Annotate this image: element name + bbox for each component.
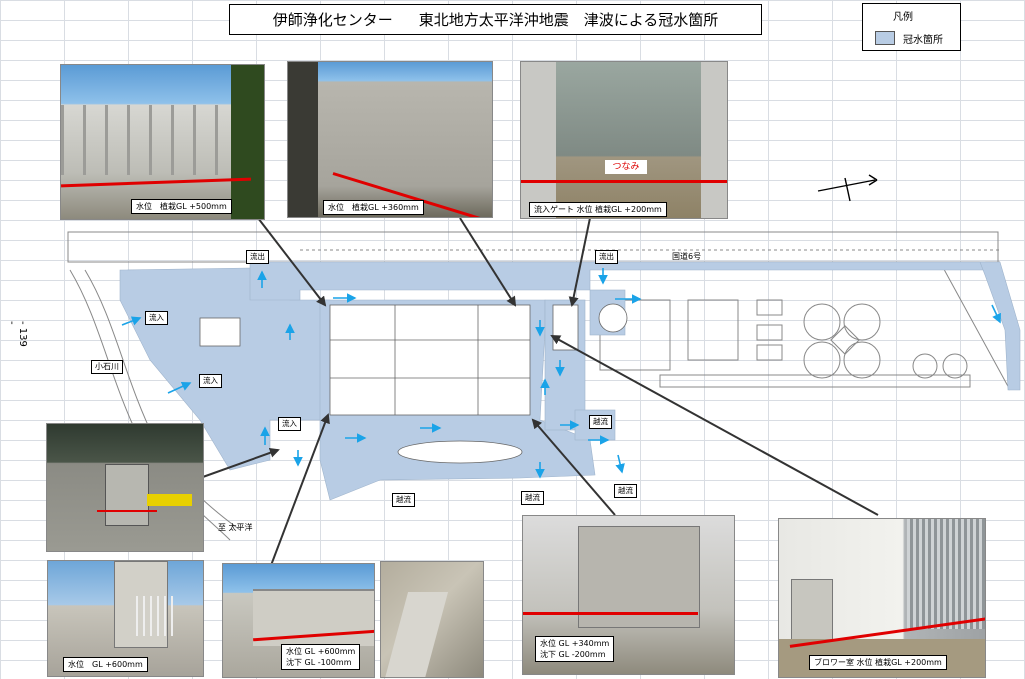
tag-inflow-1: 流入: [145, 311, 168, 325]
legend-label: 冠水箇所: [903, 35, 943, 46]
photo-caption: 水位 GL +600mm: [63, 657, 148, 672]
tag-overflow-4: 越流: [392, 493, 415, 507]
title-facility: 伊師浄化センター: [272, 11, 393, 29]
north-arrow-icon: [817, 174, 878, 202]
leader-arrows: [199, 217, 879, 569]
photo-wall-waterline: 水位 植栽GL +360mm: [287, 61, 493, 218]
tsunami-sign: つなみ: [605, 160, 647, 174]
page-title: 伊師浄化センター 東北地方太平洋沖地震 津波による冠水箇所: [229, 4, 762, 35]
photo-gate-structure: 水位 GL +600mm: [47, 560, 204, 677]
photo-inflow-gate: つなみ 流入ゲート 水位 植栽GL +200mm: [520, 61, 728, 219]
caption-line-1: 水位 GL +340mm: [540, 639, 610, 648]
legend-title: 凡例: [893, 12, 913, 23]
caption-line-2: 沈下 GL -200mm: [540, 650, 606, 659]
waterline-mark: [97, 510, 157, 512]
photo-concrete-tank: 水位 GL +340mm 沈下 GL -200mm: [522, 515, 735, 675]
photo-channel-subsidence: [380, 561, 484, 678]
photo-flooded-intake: [46, 423, 204, 552]
photo-caption: 水位 GL +340mm 沈下 GL -200mm: [535, 636, 615, 662]
tag-overflow-3: 越流: [521, 491, 544, 505]
legend: 凡例 冠水箇所: [862, 3, 961, 51]
tree: [231, 65, 264, 219]
photo-fence-waterline: 水位 植栽GL +500mm: [60, 64, 265, 220]
sea-label: 至 太平洋: [218, 523, 253, 532]
waterline-mark: [61, 177, 251, 188]
legend-swatch: [875, 31, 895, 45]
photo-caption: 水位 GL +600mm 沈下 GL -100mm: [281, 644, 361, 670]
waterline-mark: [523, 612, 698, 615]
photo-stairs-waterline: 水位 GL +600mm 沈下 GL -100mm: [222, 563, 375, 678]
caption-line-2: 沈下 GL -100mm: [286, 658, 352, 667]
tag-outflow-1: 流出: [246, 250, 269, 264]
photo-blower-room: ブロワー室 水位 植栽GL +200mm: [778, 518, 986, 678]
photo-caption: 水位 植栽GL +360mm: [323, 200, 424, 215]
tag-inflow-3: 流入: [278, 417, 301, 431]
tag-outflow-2: 流出: [595, 250, 618, 264]
photo-caption: 流入ゲート 水位 植栽GL +200mm: [529, 202, 667, 217]
waterline-mark: [521, 180, 727, 183]
flow-arrows: [121, 268, 1001, 479]
photo-caption: ブロワー室 水位 植栽GL +200mm: [809, 655, 947, 670]
tag-overflow-2: 越流: [614, 484, 637, 498]
title-event: 東北地方太平洋沖地震 津波による冠水箇所: [418, 11, 719, 29]
road-label: 国道6号: [672, 252, 702, 261]
river-label: 小石川: [91, 360, 123, 374]
tag-inflow-2: 流入: [199, 374, 222, 388]
caption-line-1: 水位 GL +600mm: [286, 647, 356, 656]
photo-caption: 水位 植栽GL +500mm: [131, 199, 232, 214]
tag-overflow-1: 越流: [589, 415, 612, 429]
